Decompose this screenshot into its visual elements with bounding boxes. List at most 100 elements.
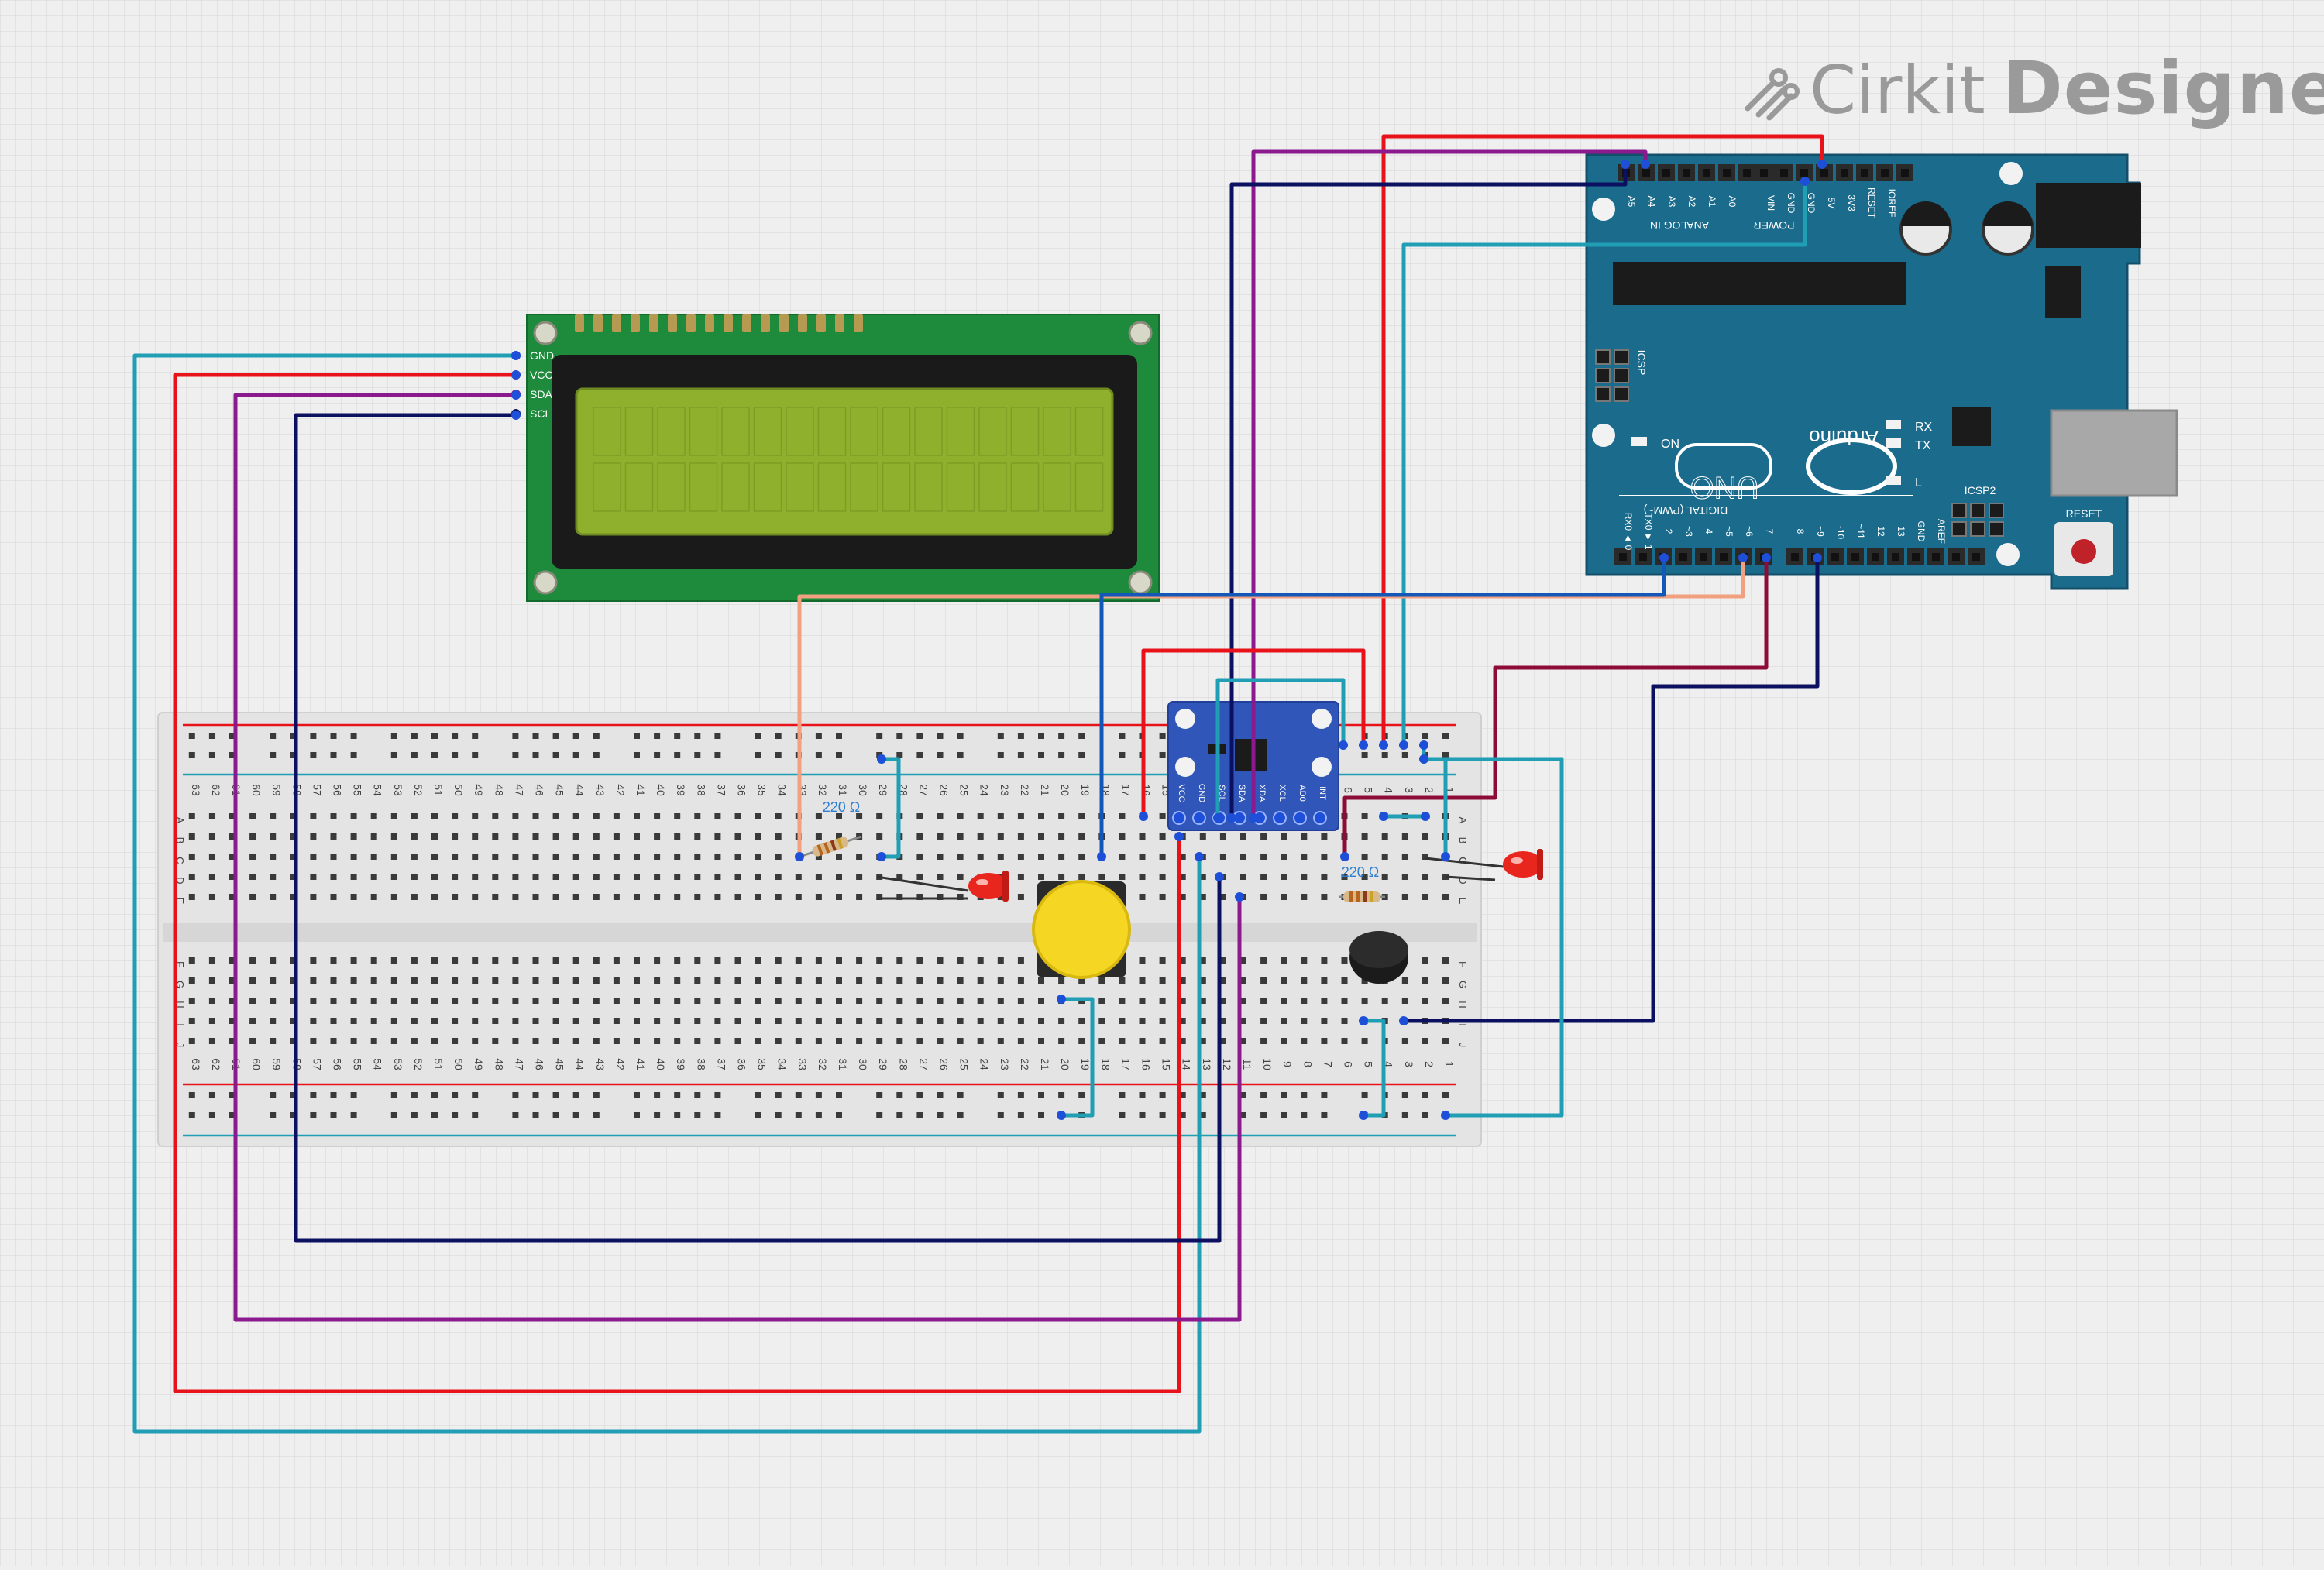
- wire-lcd-sda[interactable]: [233, 393, 1242, 1322]
- breadboard-hole[interactable]: [1301, 894, 1308, 900]
- breadboard-hole[interactable]: [977, 813, 984, 819]
- breadboard-hole[interactable]: [1159, 977, 1166, 984]
- breadboard-hole[interactable]: [1321, 977, 1328, 984]
- wire-endpoint[interactable]: [1800, 177, 1810, 186]
- breadboard-hole[interactable]: [836, 957, 842, 964]
- breadboard-hole[interactable]: [188, 813, 195, 819]
- breadboard-hole[interactable]: [1017, 1018, 1024, 1024]
- breadboard-hole[interactable]: [229, 998, 235, 1004]
- breadboard-hole[interactable]: [330, 813, 337, 819]
- breadboard-hole[interactable]: [532, 1092, 539, 1098]
- breadboard-hole[interactable]: [755, 1112, 761, 1118]
- breadboard-hole[interactable]: [795, 998, 802, 1004]
- breadboard-hole[interactable]: [694, 1092, 701, 1098]
- breadboard-hole[interactable]: [208, 977, 215, 984]
- breadboard-hole[interactable]: [512, 733, 519, 739]
- wire-endpoint[interactable]: [1359, 740, 1368, 750]
- breadboard-hole[interactable]: [775, 1038, 782, 1044]
- breadboard-hole[interactable]: [634, 957, 640, 964]
- breadboard-hole[interactable]: [512, 874, 519, 880]
- breadboard-hole[interactable]: [1260, 1038, 1267, 1044]
- breadboard-hole[interactable]: [350, 977, 357, 984]
- breadboard-hole[interactable]: [229, 733, 235, 739]
- breadboard-hole[interactable]: [452, 1112, 459, 1118]
- breadboard-hole[interactable]: [795, 957, 802, 964]
- breadboard-hole[interactable]: [1017, 752, 1024, 758]
- breadboard-hole[interactable]: [1281, 1038, 1287, 1044]
- breadboard-hole[interactable]: [714, 874, 721, 880]
- breadboard-hole[interactable]: [734, 977, 741, 984]
- wire-endpoint[interactable]: [1399, 740, 1408, 750]
- breadboard-hole[interactable]: [815, 1092, 822, 1098]
- breadboard-hole[interactable]: [634, 1018, 640, 1024]
- breadboard-hole[interactable]: [431, 813, 438, 819]
- breadboard-hole[interactable]: [1381, 874, 1388, 880]
- breadboard-hole[interactable]: [916, 833, 923, 840]
- breadboard-hole[interactable]: [310, 854, 317, 860]
- breadboard-hole[interactable]: [1240, 874, 1246, 880]
- breadboard-hole[interactable]: [694, 1112, 701, 1118]
- breadboard-hole[interactable]: [613, 1038, 620, 1044]
- breadboard-hole[interactable]: [815, 998, 822, 1004]
- breadboard-hole[interactable]: [1159, 957, 1166, 964]
- breadboard-hole[interactable]: [390, 833, 397, 840]
- breadboard-hole[interactable]: [937, 957, 944, 964]
- breadboard-hole[interactable]: [1281, 957, 1287, 964]
- breadboard-hole[interactable]: [310, 998, 317, 1004]
- breadboard-hole[interactable]: [249, 813, 256, 819]
- breadboard-hole[interactable]: [1017, 1112, 1024, 1118]
- breadboard-hole[interactable]: [472, 752, 479, 758]
- breadboard-hole[interactable]: [512, 1038, 519, 1044]
- breadboard-hole[interactable]: [552, 1038, 559, 1044]
- breadboard-hole[interactable]: [270, 894, 277, 900]
- breadboard-hole[interactable]: [552, 998, 559, 1004]
- breadboard-hole[interactable]: [1179, 854, 1186, 860]
- breadboard-hole[interactable]: [1058, 813, 1065, 819]
- breadboard-hole[interactable]: [593, 813, 600, 819]
- mpu-pin[interactable]: [1273, 811, 1287, 825]
- breadboard-hole[interactable]: [1038, 1092, 1044, 1098]
- breadboard-hole[interactable]: [452, 874, 459, 880]
- breadboard-hole[interactable]: [472, 813, 479, 819]
- breadboard-hole[interactable]: [390, 854, 397, 860]
- breadboard-hole[interactable]: [937, 733, 944, 739]
- breadboard-hole[interactable]: [674, 1092, 681, 1098]
- breadboard-hole[interactable]: [654, 998, 661, 1004]
- breadboard-hole[interactable]: [249, 998, 256, 1004]
- breadboard-hole[interactable]: [876, 957, 883, 964]
- breadboard-hole[interactable]: [390, 1038, 397, 1044]
- breadboard-hole[interactable]: [229, 1092, 235, 1098]
- wire-endpoint[interactable]: [1359, 1016, 1368, 1025]
- breadboard-hole[interactable]: [1260, 998, 1267, 1004]
- breadboard-hole[interactable]: [411, 854, 418, 860]
- breadboard-hole[interactable]: [836, 1112, 842, 1118]
- breadboard-hole[interactable]: [654, 813, 661, 819]
- breadboard-hole[interactable]: [208, 1038, 215, 1044]
- breadboard-hole[interactable]: [572, 894, 579, 900]
- breadboard-hole[interactable]: [1401, 977, 1408, 984]
- breadboard-hole[interactable]: [208, 813, 215, 819]
- breadboard-hole[interactable]: [755, 752, 761, 758]
- breadboard-hole[interactable]: [593, 833, 600, 840]
- breadboard-hole[interactable]: [775, 957, 782, 964]
- breadboard-hole[interactable]: [755, 894, 761, 900]
- breadboard-hole[interactable]: [1260, 957, 1267, 964]
- breadboard-hole[interactable]: [775, 1018, 782, 1024]
- breadboard-hole[interactable]: [755, 833, 761, 840]
- breadboard-hole[interactable]: [188, 752, 195, 758]
- breadboard-hole[interactable]: [896, 957, 903, 964]
- breadboard-hole[interactable]: [977, 977, 984, 984]
- breadboard-hole[interactable]: [634, 998, 640, 1004]
- breadboard-hole[interactable]: [552, 1018, 559, 1024]
- breadboard-hole[interactable]: [734, 854, 741, 860]
- breadboard-hole[interactable]: [310, 1018, 317, 1024]
- breadboard-hole[interactable]: [836, 1038, 842, 1044]
- breadboard-hole[interactable]: [1159, 998, 1166, 1004]
- breadboard-hole[interactable]: [188, 977, 195, 984]
- breadboard-hole[interactable]: [634, 1038, 640, 1044]
- breadboard-hole[interactable]: [1260, 833, 1267, 840]
- wire-endpoint[interactable]: [795, 852, 804, 861]
- breadboard-hole[interactable]: [532, 998, 539, 1004]
- breadboard-hole[interactable]: [1139, 998, 1146, 1004]
- breadboard-hole[interactable]: [1381, 833, 1388, 840]
